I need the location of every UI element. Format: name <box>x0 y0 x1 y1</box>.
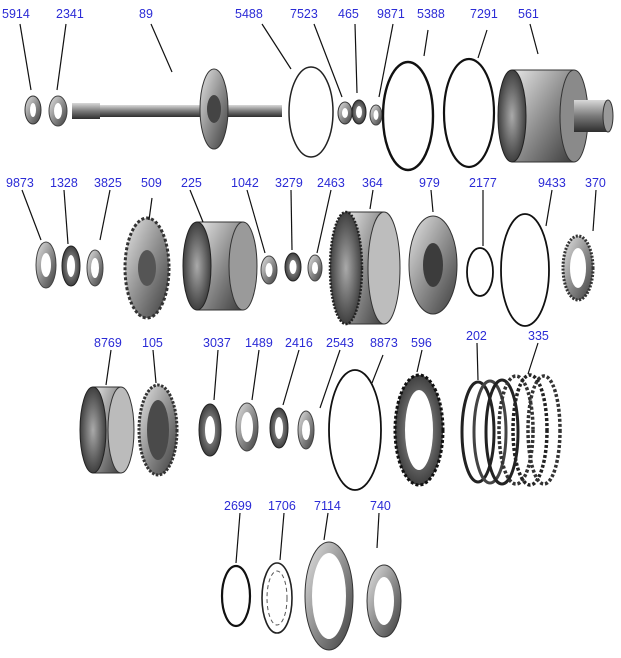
part-2341-washer <box>48 95 68 127</box>
label-740: 740 <box>370 499 391 513</box>
label-89: 89 <box>139 7 153 21</box>
part-105-gear-hub <box>137 383 179 477</box>
label-509: 509 <box>141 176 162 190</box>
label-561: 561 <box>518 7 539 21</box>
label-5388: 5388 <box>417 7 445 21</box>
label-3037: 3037 <box>203 336 231 350</box>
label-7114: 7114 <box>314 499 341 513</box>
part-9871-washer <box>369 104 383 126</box>
label-979: 979 <box>419 176 440 190</box>
part-7523-needle-bearing <box>337 101 353 125</box>
part-5914-thrust-bearing <box>24 95 42 125</box>
leader-lines <box>19 23 597 564</box>
part-740-seal <box>366 564 402 638</box>
part-labels: 5914 2341 89 5488 7523 465 9871 5388 729… <box>2 7 606 513</box>
part-1328-bearing <box>61 245 81 287</box>
label-3825: 3825 <box>94 176 122 190</box>
label-1042: 1042 <box>231 176 259 190</box>
part-225-planetary-carrier <box>182 221 258 311</box>
label-7291: 7291 <box>470 7 498 21</box>
part-370-sprag <box>561 234 595 302</box>
label-7523: 7523 <box>290 7 318 21</box>
part-8769-drum <box>79 386 135 474</box>
part-596-clutch-plate <box>393 373 445 487</box>
part-1489-washer <box>235 402 259 452</box>
part-5488-snap-ring <box>288 66 334 158</box>
label-596: 596 <box>411 336 432 350</box>
label-1489: 1489 <box>245 336 273 350</box>
part-335-clutch-pack <box>497 373 562 487</box>
label-370: 370 <box>585 176 606 190</box>
label-2463: 2463 <box>317 176 345 190</box>
label-5488: 5488 <box>235 7 263 21</box>
part-2416-bearing <box>269 407 289 449</box>
part-5388-snap-ring <box>381 60 435 172</box>
label-2177: 2177 <box>469 176 497 190</box>
part-3037-washer <box>198 403 222 457</box>
label-1328: 1328 <box>50 176 78 190</box>
part-2699-snap-ring <box>220 564 252 628</box>
label-364: 364 <box>362 176 383 190</box>
part-2463-washer <box>307 254 323 282</box>
label-225: 225 <box>181 176 202 190</box>
part-7114-piston <box>304 541 354 651</box>
label-2543: 2543 <box>326 336 354 350</box>
label-8873: 8873 <box>370 336 398 350</box>
part-2177-snap-ring <box>466 247 494 297</box>
part-364-ring-gear <box>328 210 401 326</box>
part-202-clutch-pack <box>460 378 520 486</box>
label-9433: 9433 <box>538 176 566 190</box>
part-2543-washer <box>297 410 315 450</box>
label-8769: 8769 <box>94 336 122 350</box>
label-105: 105 <box>142 336 163 350</box>
label-2416: 2416 <box>285 336 313 350</box>
part-7291-snap-ring <box>442 57 496 169</box>
part-979-clutch-hub <box>408 215 458 315</box>
label-1706: 1706 <box>268 499 296 513</box>
label-2699: 2699 <box>224 499 252 513</box>
label-5914: 5914 <box>2 7 30 21</box>
part-1042-washer <box>260 255 278 285</box>
part-1706-spring <box>261 562 293 634</box>
part-509-sun-gear <box>123 216 171 320</box>
label-9873: 9873 <box>6 176 34 190</box>
part-9873-washer <box>35 241 57 289</box>
part-3825-washer <box>86 249 104 287</box>
part-465-bearing <box>351 99 367 125</box>
part-561-clutch-housing <box>497 69 614 163</box>
part-3279-bearing <box>284 252 302 282</box>
label-2341: 2341 <box>56 7 84 21</box>
part-9433-snap-ring <box>500 213 550 327</box>
label-202: 202 <box>466 329 487 343</box>
label-335: 335 <box>528 329 549 343</box>
part-8873-snap-ring <box>328 369 382 491</box>
label-9871: 9871 <box>377 7 405 21</box>
part-89-input-shaft <box>72 68 282 150</box>
label-465: 465 <box>338 7 359 21</box>
label-3279: 3279 <box>275 176 303 190</box>
